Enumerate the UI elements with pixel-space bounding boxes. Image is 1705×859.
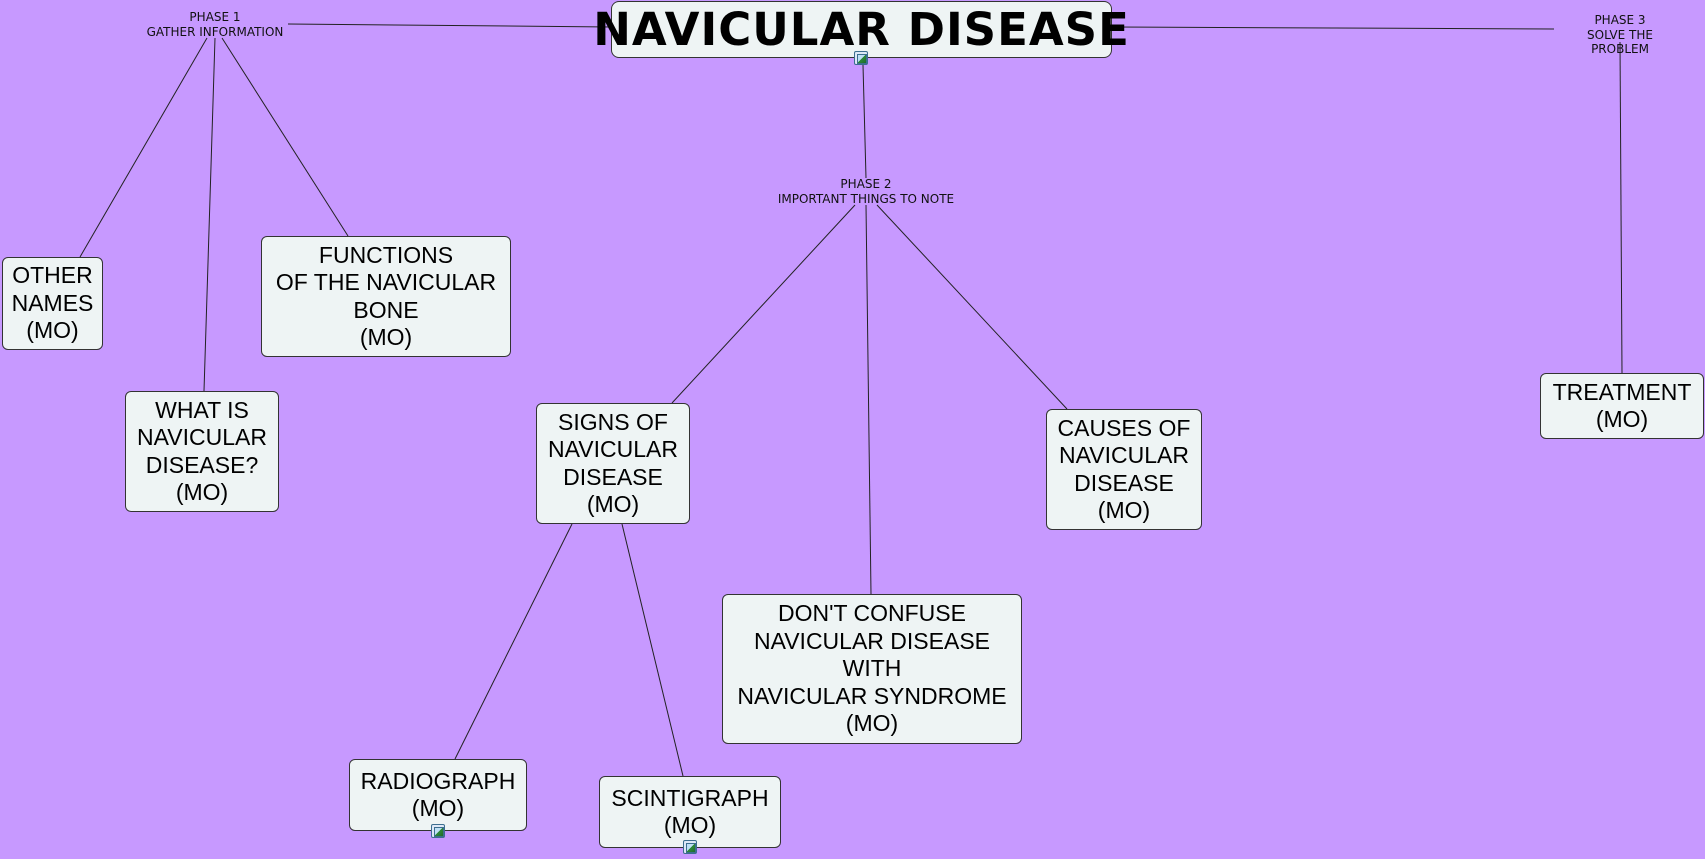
node-functions[interactable]: FUNCTIONS OF THE NAVICULAR BONE (MO) (261, 236, 511, 357)
connector-signs-radiograph (454, 523, 573, 760)
connector-root-phase3 (1111, 26, 1555, 30)
node-scintigraph[interactable]: SCINTIGRAPH (MO) (599, 776, 781, 848)
node-dont-confuse[interactable]: DON'T CONFUSE NAVICULAR DISEASE WITH NAV… (722, 594, 1022, 744)
node-radiograph[interactable]: RADIOGRAPH (MO) (349, 759, 527, 831)
image-attachment-icon[interactable] (431, 824, 445, 838)
connector-phase2-causes (876, 204, 1068, 410)
phase-3-label[interactable]: PHASE 3 SOLVE THE PROBLEM (1587, 13, 1653, 56)
node-causes[interactable]: CAUSES OF NAVICULAR DISEASE (MO) (1046, 409, 1202, 530)
node-signs[interactable]: SIGNS OF NAVICULAR DISEASE (MO) (536, 403, 690, 524)
node-treatment[interactable]: TREATMENT (MO) (1540, 373, 1704, 439)
connector-root-phase2 (862, 64, 867, 179)
connector-phase2-dont-confuse (865, 204, 872, 595)
connector-phase2-signs (671, 204, 856, 404)
connector-phase1-other-names (79, 37, 208, 258)
phase-2-label[interactable]: PHASE 2 IMPORTANT THINGS TO NOTE (777, 177, 955, 206)
image-attachment-icon[interactable] (683, 840, 697, 854)
connector-phase1-functions (221, 37, 349, 237)
connector-signs-scintigraph (621, 523, 684, 777)
connector-phase3-treatment (1619, 41, 1623, 374)
connector-phase1-what-is (203, 37, 216, 392)
phase-1-label[interactable]: PHASE 1 GATHER INFORMATION (146, 10, 284, 39)
image-attachment-icon[interactable] (854, 51, 868, 65)
connector-root-phase1 (287, 23, 612, 28)
root-title[interactable]: NAVICULAR DISEASE (593, 1, 1129, 58)
node-other-names[interactable]: OTHER NAMES (MO) (2, 257, 103, 350)
node-what-is[interactable]: WHAT IS NAVICULAR DISEASE? (MO) (125, 391, 279, 512)
